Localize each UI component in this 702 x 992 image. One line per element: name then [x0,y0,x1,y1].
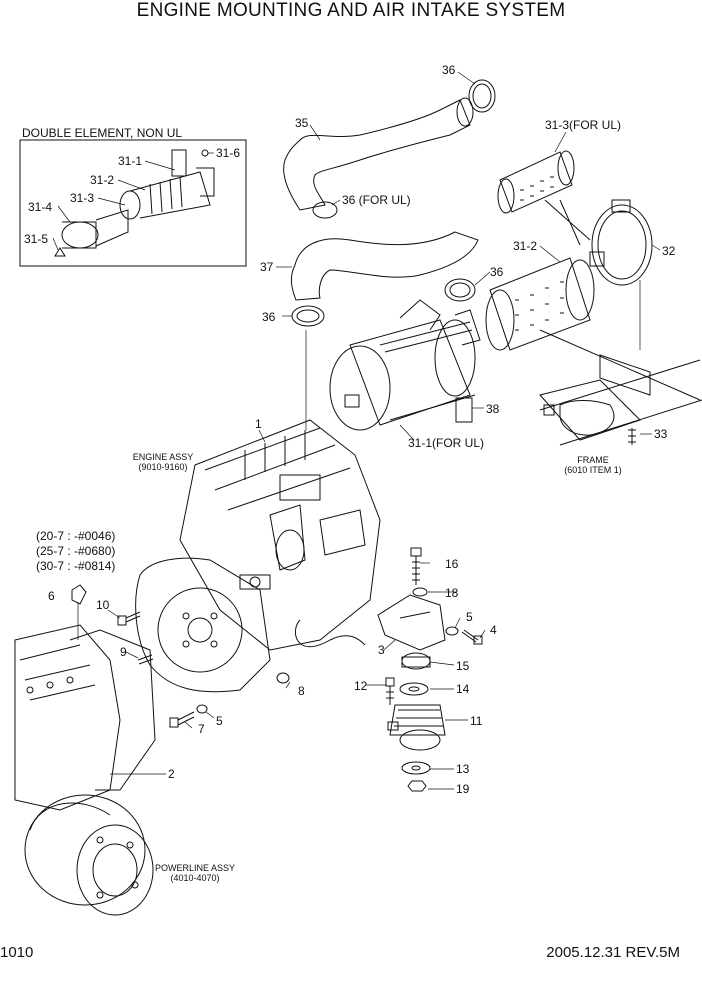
page-title: ENGINE MOUNTING AND AIR INTAKE SYSTEM [136,0,566,21]
callout-31-3-ul: 31-3(FOR UL) [545,118,622,132]
clamp-36-ul [312,201,338,219]
cushion-15 [401,652,431,670]
callout-31-5: 31-5 [24,232,49,246]
washer-5b [196,704,208,714]
revision: 2005.12.31 REV.5M [546,944,680,961]
inset-filter-drawing [54,149,215,257]
washer-13 [401,761,431,775]
engine-assy-1 [179,419,381,651]
callout-7: 7 [198,722,205,736]
callout-31-3: 31-3 [70,191,95,205]
bolt-4 [461,629,483,645]
callout-5b: 5 [216,714,223,728]
plug-8 [276,672,290,684]
page-number: 1010 [0,944,34,961]
element-31-3-ul [497,150,591,246]
band-32 [589,199,653,286]
callout-3: 3 [378,643,385,657]
callout-38: 38 [486,402,500,416]
callout-10: 10 [96,598,110,612]
clamp-36-right [444,278,476,302]
frame-label: FRAME(6010 ITEM 1) [564,455,622,475]
inset-box [19,139,247,267]
callout-14: 14 [456,682,470,696]
callout-31-6: 31-6 [216,146,241,160]
callout-36-ul: 36 (FOR UL) [342,193,411,207]
clamp-36-top [468,79,496,113]
clamp-36-left [291,305,325,327]
air-cleaner-31-1 [329,299,481,431]
element-31-2 [485,257,595,351]
engine-assy-label: ENGINE ASSY(9010-9160) [132,452,194,472]
callout-31-2b: 31-2 [513,239,538,253]
callout-31-4: 31-4 [28,200,53,214]
powerline-assy [24,794,154,916]
callout-5a: 5 [466,610,473,624]
callout-36-right: 36 [490,265,504,279]
washer-18 [412,587,428,597]
transmission-housing [14,624,156,811]
callout-9: 9 [120,645,127,659]
nut-19 [407,780,427,792]
callout-35: 35 [295,116,309,130]
callout-36-left: 36 [262,310,276,324]
hose-35 [283,97,474,211]
callout-13: 13 [456,762,470,776]
callout-31-1: 31-1 [118,154,143,168]
serial-notes: (20-7 : -#0046) (25-7 : -#0680) (30-7 : … [36,529,116,573]
callout-8: 8 [298,684,305,698]
bolt-12 [385,677,395,705]
inset-title: DOUBLE ELEMENT, NON UL [22,126,183,140]
bolt-16 [410,547,422,585]
bolt-33 [628,428,636,445]
callout-1: 1 [255,417,262,431]
callout-15: 15 [456,659,470,673]
callout-31-1-ul: 31-1(FOR UL) [408,436,485,450]
hose-37 [290,231,479,301]
callout-19: 19 [456,782,470,796]
callout-33: 33 [654,427,668,441]
callout-37: 37 [260,260,274,274]
callout-16: 16 [445,557,459,571]
washer-14 [399,682,429,696]
callout-4: 4 [490,623,497,637]
callout-12: 12 [354,679,368,693]
bolt-10 [117,611,141,626]
callout-2: 2 [168,767,175,781]
washer-5a [445,626,459,636]
indicator-38 [455,397,473,423]
callout-32: 32 [662,244,676,258]
pin-9 [137,654,154,665]
bolt-7 [169,711,195,728]
bracket-3 [377,594,446,651]
frame [539,329,702,446]
callout-31-2: 31-2 [90,173,115,187]
fitting-6 [71,584,87,605]
callout-6: 6 [48,589,55,603]
callout-36-top: 36 [442,63,456,77]
flywheel-housing [135,557,271,693]
powerline-label: POWERLINE ASSY(4010-4070) [154,863,236,883]
mount-11 [387,704,446,751]
callout-11: 11 [470,714,483,728]
callout-18: 18 [445,586,459,600]
leader-lines [52,71,661,790]
